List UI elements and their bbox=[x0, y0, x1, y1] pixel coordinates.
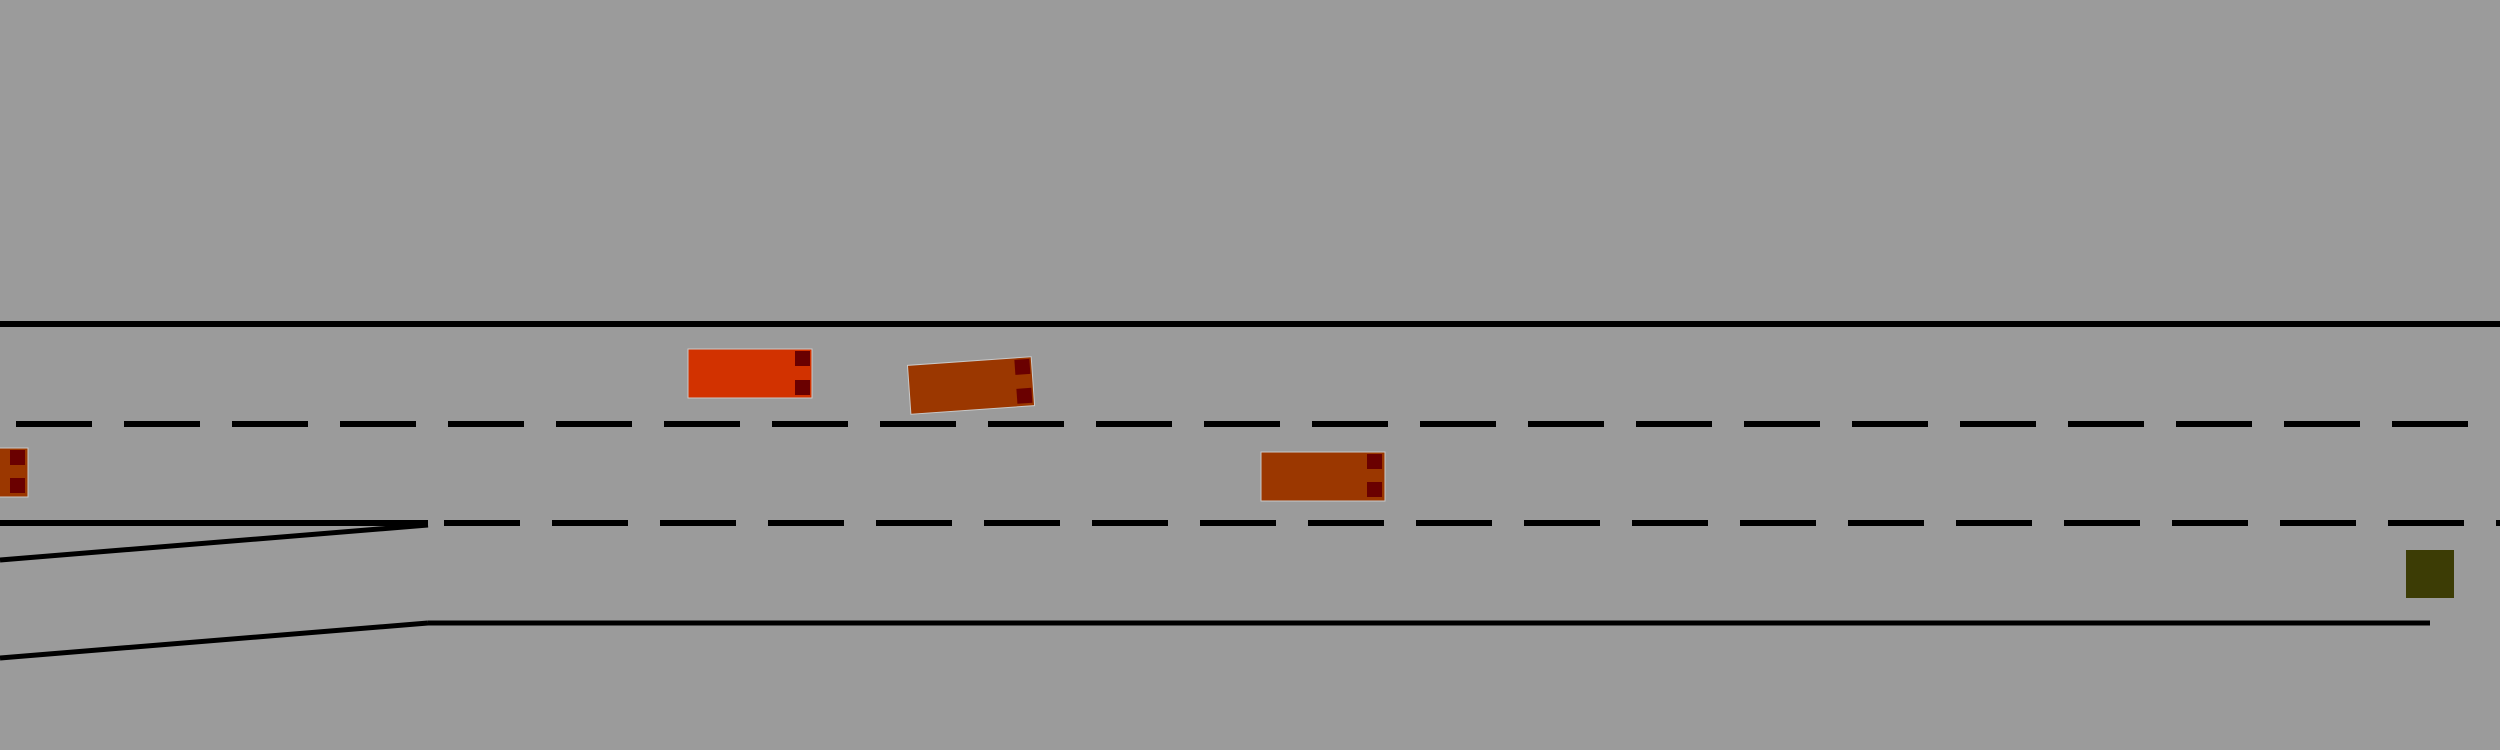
merge-lane-edge-upper bbox=[0, 522, 429, 563]
vehicle-body bbox=[687, 348, 813, 399]
vehicle-marker-top bbox=[1014, 358, 1031, 375]
ego-vehicle bbox=[687, 348, 813, 399]
vehicle-marker-top bbox=[10, 450, 25, 465]
vehicle-marker-bottom bbox=[1016, 387, 1033, 404]
vehicle-body bbox=[1260, 451, 1386, 502]
vehicle-marker-bottom bbox=[10, 478, 25, 493]
vehicle-marker-bottom bbox=[795, 380, 810, 395]
other-vehicle bbox=[906, 356, 1036, 415]
goal-marker bbox=[2406, 550, 2454, 598]
vehicle-marker-top bbox=[795, 351, 810, 366]
other-vehicle bbox=[0, 447, 29, 498]
vehicle-marker-top bbox=[1367, 454, 1382, 469]
merge-lane-edge-lower-angled bbox=[0, 620, 429, 661]
vehicle-body bbox=[906, 356, 1036, 415]
vehicle-marker-bottom bbox=[1367, 482, 1382, 497]
other-vehicle bbox=[1260, 451, 1386, 502]
